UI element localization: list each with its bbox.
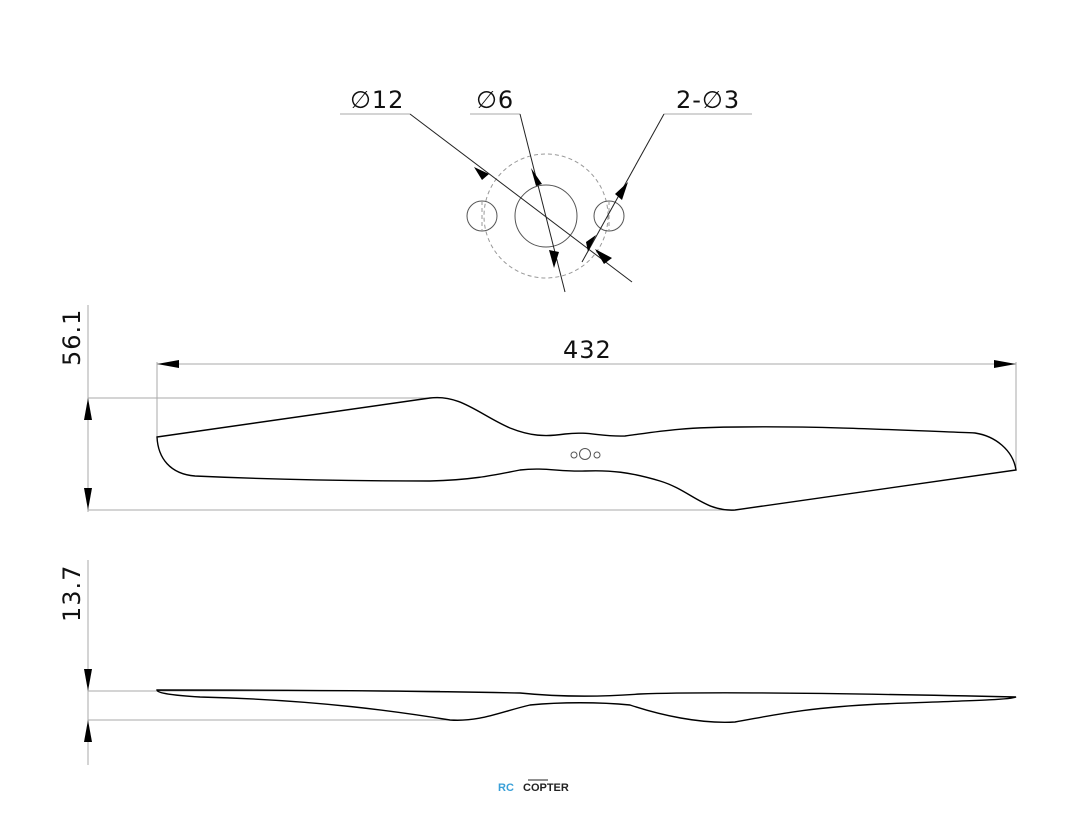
hub-bore-circle [514, 184, 578, 248]
blade-planform-outline [156, 396, 1017, 511]
rc-copter-logo: RC COPTER [498, 779, 569, 794]
planform-mount-hole-right [593, 451, 601, 459]
logo-prefix: RC [498, 782, 514, 794]
outer-diameter-label: ∅12 [350, 86, 404, 114]
top-view: 432 56.1 [58, 305, 1017, 512]
bore-diameter-label: ∅6 [476, 86, 514, 114]
mount-holes-label: 2-∅3 [676, 86, 740, 114]
thickness-arrow-bottom [84, 720, 92, 742]
thickness-arrow-top [84, 669, 92, 691]
mount-holes-callout: 2-∅3 [581, 86, 752, 263]
blade-side-outline [156, 689, 1017, 723]
side-view: 13.7 [58, 560, 1017, 765]
logo-suffix: COPTER [523, 782, 569, 794]
planform-bore-hole [579, 448, 591, 460]
span-arrow-left [157, 360, 179, 368]
span-arrow-right [994, 360, 1016, 368]
chord-label: 56.1 [58, 309, 86, 366]
outer-diameter-callout: ∅12 [340, 86, 633, 283]
thickness-label: 13.7 [58, 565, 86, 622]
chord-arrow-bottom [84, 488, 92, 510]
span-label: 432 [563, 336, 612, 364]
planform-mount-hole-left [570, 451, 578, 459]
bore-diameter-callout: ∅6 [470, 86, 566, 293]
chord-arrow-top [84, 398, 92, 420]
